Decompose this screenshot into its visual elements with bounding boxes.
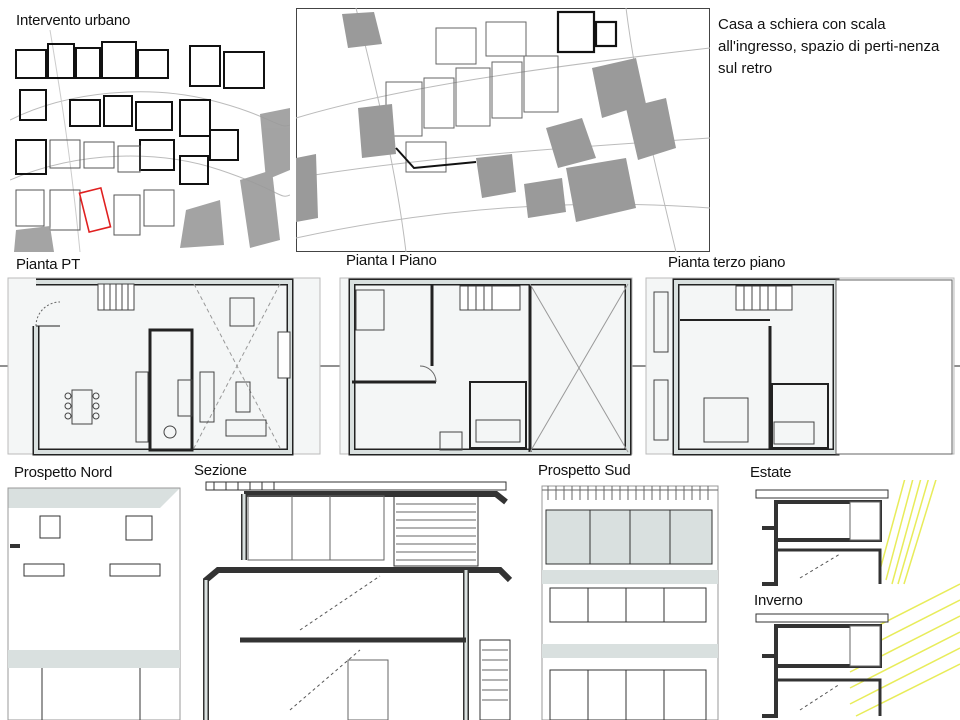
- building-section: [203, 481, 513, 720]
- plan-third-title: Pianta terzo piano: [668, 254, 786, 271]
- floor-plans: [0, 272, 960, 462]
- bottom-drawings: [0, 480, 960, 720]
- south-elevation: [541, 485, 719, 720]
- urban-detail-map: [296, 8, 710, 252]
- north-elevation-title: Prospetto Nord: [14, 464, 113, 481]
- winter-sun-study: [755, 583, 960, 718]
- urban-plan-map: [10, 30, 290, 252]
- north-elevation: [7, 487, 181, 720]
- plan-ground: [7, 277, 321, 456]
- section-title: Sezione: [194, 462, 247, 479]
- plan-ground-title: Pianta PT: [16, 256, 81, 273]
- winter-title: Inverno: [754, 592, 803, 609]
- south-elevation-title: Prospetto Sud: [538, 462, 631, 479]
- project-lot-highlight: [78, 186, 112, 234]
- summer-sun-study: [755, 480, 937, 586]
- plan-first-title: Pianta I Piano: [346, 252, 437, 269]
- summer-title: Estate: [750, 464, 792, 481]
- urban-plan-title: Intervento urbano: [16, 12, 131, 29]
- plan-first: [339, 277, 633, 456]
- project-description: Casa a schiera con scala all'ingresso, s…: [718, 16, 940, 77]
- plan-third: [645, 277, 955, 456]
